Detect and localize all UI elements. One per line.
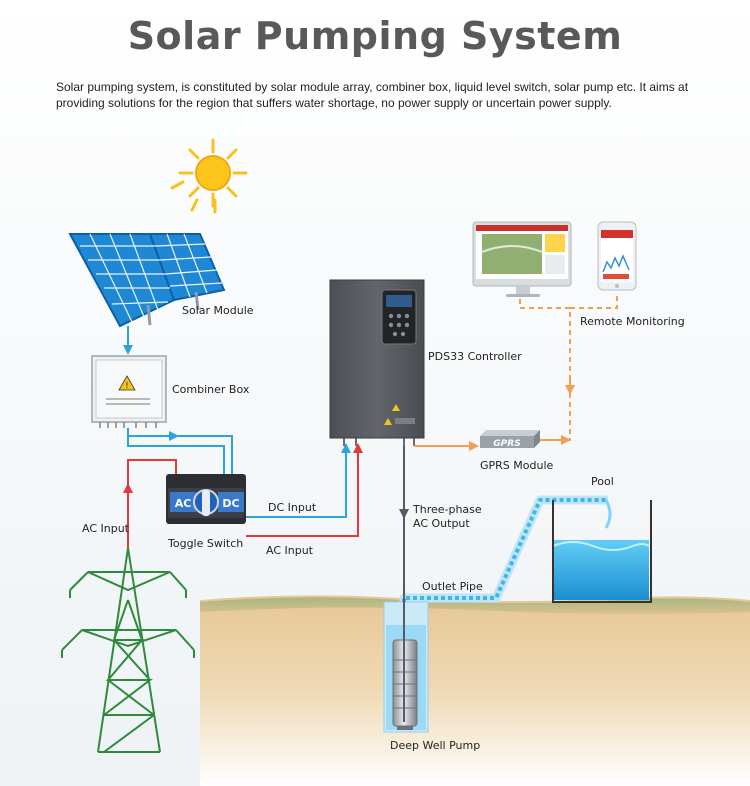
combiner-box-icon: !: [91, 355, 167, 428]
sun-icon: [170, 138, 248, 214]
switch-dc-text: DC: [222, 497, 239, 510]
solar-panel-icon: [68, 233, 226, 328]
ac-input-line: [246, 443, 363, 537]
controller-icon: [329, 279, 425, 446]
label-solar-module: Solar Module: [182, 304, 254, 317]
label-dc-input: DC Input: [268, 501, 317, 514]
switch-ac-text: AC: [175, 497, 192, 510]
label-three-phase-2: AC Output: [413, 517, 470, 530]
combiner-to-switch-line-b: [176, 435, 233, 474]
label-controller: PDS33 Controller: [428, 350, 522, 363]
dc-input-line: [246, 443, 351, 518]
gprs-badge-text: GPRS: [493, 439, 520, 449]
label-gprs-module: GPRS Module: [480, 459, 554, 472]
label-toggle-switch: Toggle Switch: [168, 537, 244, 550]
gprs-to-phone-line: [570, 292, 618, 309]
intro-paragraph: Solar pumping system, is constituted by …: [56, 80, 689, 110]
gprs-module-icon: GPRS: [480, 430, 540, 449]
label-outlet-pipe: Outlet Pipe: [422, 580, 483, 593]
pool-icon: [552, 500, 652, 603]
combiner-to-switch-line-c: [127, 428, 225, 474]
wiring: [123, 292, 618, 722]
ground: [200, 595, 750, 786]
toggle-switch-icon: AC DC: [166, 474, 246, 524]
svg-text:!: !: [125, 381, 128, 390]
page-title: Solar Pumping System: [127, 14, 623, 58]
label-ac-input-right: AC Input: [266, 544, 313, 557]
label-three-phase-1: Three-phase: [413, 503, 482, 516]
pylon-icon: [61, 547, 195, 753]
label-ac-input-left: AC Input: [82, 522, 129, 535]
label-deep-well-pump: Deep Well Pump: [390, 739, 481, 752]
label-remote-monitoring: Remote Monitoring: [580, 315, 685, 328]
monitor-icon: [472, 221, 572, 297]
label-combiner-box: Combiner Box: [172, 383, 250, 396]
label-pool: Pool: [591, 475, 614, 488]
smartphone-icon: [597, 221, 637, 291]
